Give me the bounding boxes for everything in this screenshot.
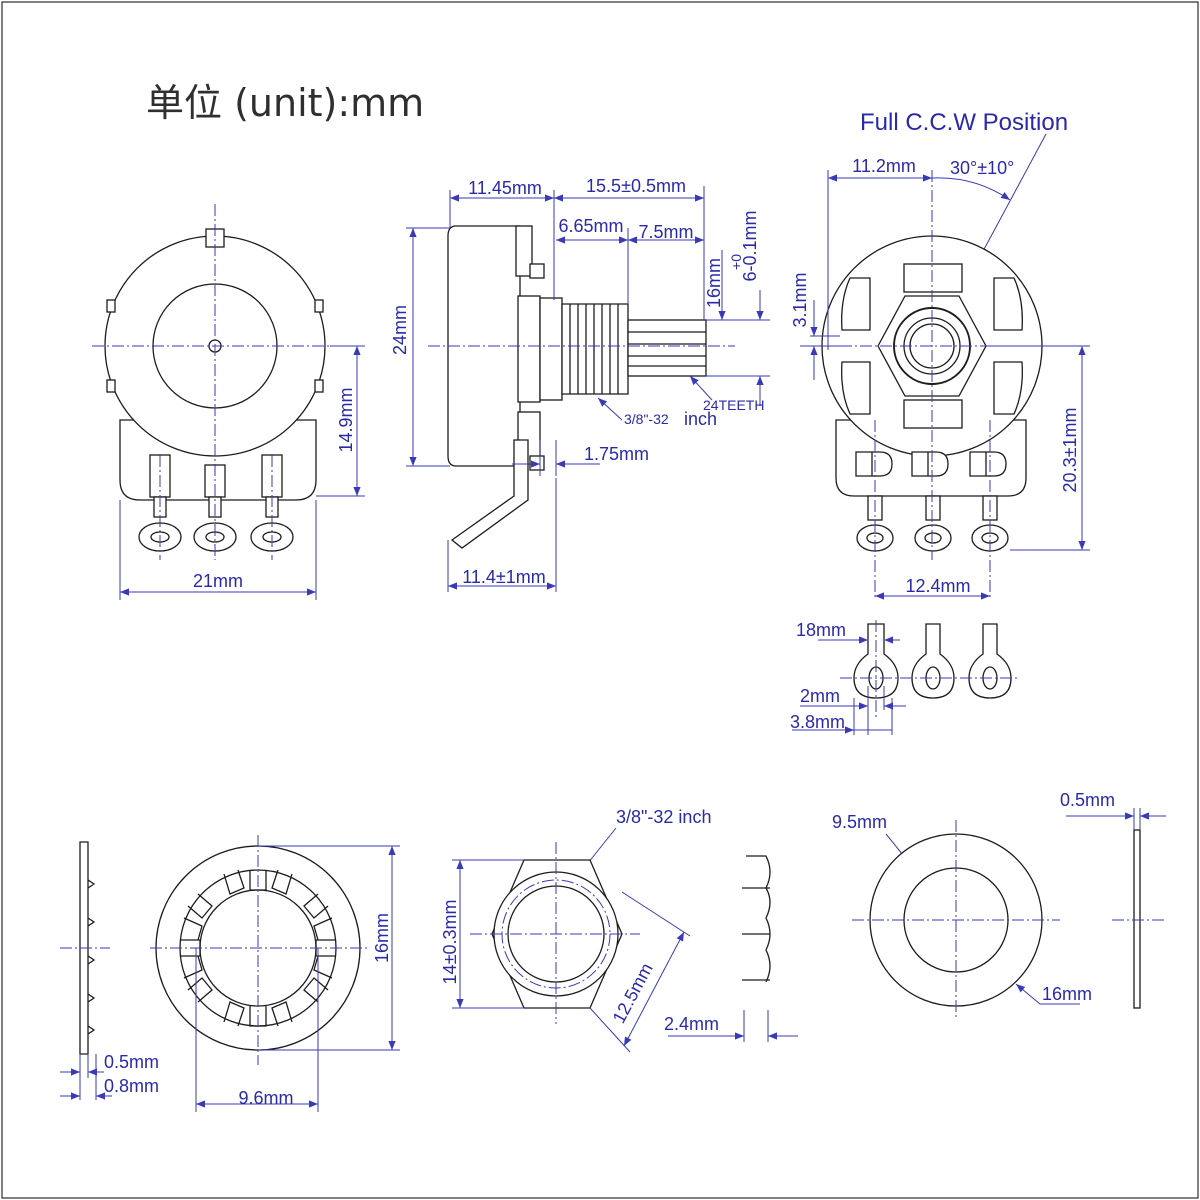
unit-label: 单位 (unit):mm (146, 81, 424, 125)
flat-washer-side (1133, 829, 1141, 1009)
side-dim-6: 6-0.1mm (740, 210, 760, 281)
side-dim-tol: +0 (728, 254, 744, 270)
back-dim-203: 20.3±1mm (1060, 408, 1080, 493)
front-view: 21mm 14.9mm (92, 204, 365, 600)
side-bracket-top (515, 225, 533, 277)
side-dim-16: 16mm (704, 258, 724, 308)
side-dim-1145: 11.45mm (468, 178, 542, 198)
side-teeth-label: 24TEETH (703, 397, 764, 413)
flat-dim-16: 16mm (1042, 984, 1092, 1004)
front-side-notch-right (314, 299, 324, 313)
washer-dim-08: 0.8mm (104, 1076, 159, 1096)
washer-dim-16: 16mm (372, 913, 392, 963)
back-dim-31: 3.1mm (790, 272, 810, 327)
side-nut (539, 297, 563, 401)
side-thread-label: 3/8"-32 (624, 411, 669, 427)
washer-dim-96: 9.6mm (238, 1088, 293, 1108)
side-dim-155: 15.5±0.5mm (586, 176, 686, 196)
side-inch-label: inch (684, 409, 717, 429)
back-angle-label: 30°±10° (950, 158, 1014, 178)
side-dim-114: 11.4±1mm (462, 567, 546, 587)
side-view: 11.45mm 15.5±0.5mm 6.65mm 7.5mm 24mm 16m… (390, 176, 770, 592)
lug-dim-18: 18mm (796, 620, 846, 640)
nut-dim-125: 12.5mm (609, 960, 657, 1027)
front-height-label: 14.9mm (336, 387, 356, 452)
lug-dim-38: 3.8mm (790, 712, 845, 732)
hex-nut: 3/8"-32 inch 14±0.3mm 12.5mm 2.4mm (440, 807, 798, 1053)
washer-dim-05: 0.5mm (104, 1052, 159, 1072)
back-terminal-slots (855, 451, 1007, 477)
front-width-label: 21mm (193, 571, 243, 591)
lug-dim-2: 2mm (800, 686, 840, 706)
nut-dim-24: 2.4mm (664, 1014, 719, 1034)
side-terminal-bent (450, 439, 529, 549)
side-dim-665: 6.65mm (558, 216, 623, 236)
front-side-notch-right-2 (314, 379, 324, 393)
side-dim-75: 7.5mm (638, 222, 693, 242)
side-dim-24: 24mm (390, 305, 410, 355)
nut-side-profile (746, 855, 771, 983)
star-washer: 0.5mm 0.8mm 16mm (60, 835, 400, 1112)
front-terminals (138, 454, 294, 552)
front-side-notch-left-2 (106, 379, 116, 393)
nut-dim-14: 14±0.3mm (440, 900, 460, 985)
side-bushing-base (517, 295, 541, 403)
back-dim-124: 12.4mm (905, 576, 970, 596)
front-side-notch-left (106, 299, 116, 313)
nut-thread-label: 3/8"-32 inch (616, 807, 711, 827)
flat-dim-95: 9.5mm (832, 812, 887, 832)
side-shaft (627, 319, 707, 377)
ccw-position-label: Full C.C.W Position (860, 109, 1068, 136)
flat-dim-05: 0.5mm (1060, 790, 1115, 810)
flat-washer: 9.5mm 16mm 0.5mm (832, 790, 1166, 1020)
side-dim-175: 1.75mm (584, 444, 649, 464)
back-dim-112: 11.2mm (852, 156, 916, 176)
back-view: Full C.C.W Position (790, 109, 1090, 600)
back-terminals (856, 495, 1009, 552)
lug-detail: 18mm 2mm 3.8mm (790, 620, 1020, 735)
